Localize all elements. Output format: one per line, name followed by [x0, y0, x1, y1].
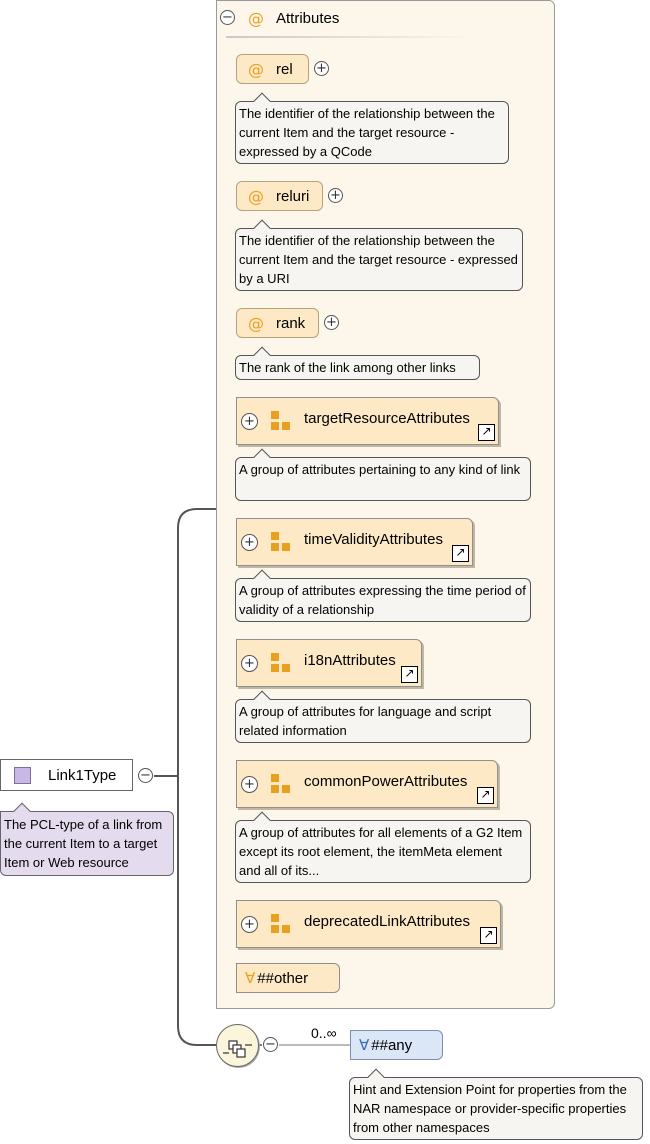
at-sign-icon: @: [248, 59, 264, 79]
type-name: Link1Type: [48, 766, 117, 784]
group-commonpowerattributes[interactable]: + commonPowerAttributes ↗: [236, 760, 498, 808]
attribute-group-icon: [271, 411, 291, 433]
expand-rank-icon[interactable]: +: [324, 315, 339, 330]
attribute-name: reluri: [276, 187, 310, 205]
commonpowerattributes-description: A group of attributes for all elements o…: [235, 820, 531, 883]
at-sign-icon: @: [248, 313, 264, 333]
external-link-icon[interactable]: ↗: [401, 666, 418, 683]
timevalidityattributes-description: A group of attributes expressing the tim…: [235, 578, 531, 622]
attribute-group-icon: [271, 774, 291, 796]
collapse-sequence-icon[interactable]: −: [263, 1037, 278, 1052]
other-wildcard[interactable]: ∀ ##other: [236, 963, 340, 993]
rank-description: The rank of the link among other links: [235, 355, 480, 380]
external-link-icon[interactable]: ↗: [452, 545, 469, 562]
i18nattributes-description: A group of attributes for language and s…: [235, 699, 531, 743]
attribute-reluri[interactable]: @ reluri: [236, 181, 323, 211]
expand-group-icon[interactable]: +: [241, 413, 258, 430]
expand-group-icon[interactable]: +: [241, 776, 258, 793]
sequence-node[interactable]: [216, 1024, 259, 1067]
group-timevalidityattributes[interactable]: + timeValidityAttributes ↗: [236, 518, 473, 566]
attribute-group-icon: [271, 532, 291, 554]
group-i18nattributes[interactable]: + i18nAttributes ↗: [236, 639, 422, 687]
group-name: deprecatedLinkAttributes: [304, 913, 470, 930]
attributes-title: Attributes: [276, 10, 340, 27]
group-name: targetResourceAttributes: [304, 410, 470, 427]
attribute-group-icon: [271, 653, 291, 675]
attribute-name: rank: [276, 314, 306, 332]
targetresourceattributes-description: A group of attributes pertaining to any …: [235, 457, 531, 501]
link1type-box[interactable]: Link1Type: [0, 759, 133, 791]
expand-group-icon[interactable]: +: [241, 534, 258, 551]
external-link-icon[interactable]: ↗: [480, 927, 497, 944]
collapse-type-icon[interactable]: −: [138, 768, 153, 783]
expand-group-icon[interactable]: +: [241, 916, 258, 933]
link-to-attributes: [154, 508, 216, 777]
attribute-name: rel: [276, 60, 293, 78]
other-label: ##other: [257, 969, 309, 987]
attribute-rel[interactable]: @ rel: [236, 54, 309, 84]
group-name: commonPowerAttributes: [304, 773, 468, 790]
external-link-icon[interactable]: ↗: [477, 787, 494, 804]
expand-rel-icon[interactable]: +: [314, 61, 329, 76]
attribute-group-icon: [271, 914, 291, 936]
group-name: timeValidityAttributes: [304, 531, 443, 548]
attribute-rank[interactable]: @ rank: [236, 308, 319, 338]
any-label: ##any: [371, 1036, 413, 1054]
any-description: Hint and Extension Point for properties …: [349, 1077, 643, 1140]
any-wildcard[interactable]: ∀ ##any: [350, 1030, 443, 1060]
rel-description: The identifier of the relationship betwe…: [235, 101, 509, 164]
group-name: i18nAttributes: [304, 652, 396, 669]
sequence-icon: [223, 1040, 252, 1058]
at-sign-icon: @: [248, 186, 264, 206]
cardinality-label: 0..∞: [311, 1025, 337, 1041]
attributes-header-rule: [226, 36, 476, 38]
at-sign-icon: @: [248, 9, 264, 28]
expand-group-icon[interactable]: +: [241, 655, 258, 672]
group-targetresourceattributes[interactable]: + targetResourceAttributes ↗: [236, 397, 499, 445]
forall-icon: ∀: [359, 1036, 370, 1054]
expand-reluri-icon[interactable]: +: [328, 188, 343, 203]
external-link-icon[interactable]: ↗: [478, 424, 495, 441]
complex-type-icon: [14, 766, 31, 784]
type-description: The PCL-type of a link from the current …: [0, 811, 174, 876]
link-to-sequence: [177, 776, 216, 1046]
forall-icon: ∀: [245, 969, 256, 987]
collapse-attributes-icon[interactable]: −: [220, 10, 235, 25]
group-deprecatedlinkattributes[interactable]: + deprecatedLinkAttributes ↗: [236, 900, 501, 948]
reluri-description: The identifier of the relationship betwe…: [235, 228, 523, 291]
